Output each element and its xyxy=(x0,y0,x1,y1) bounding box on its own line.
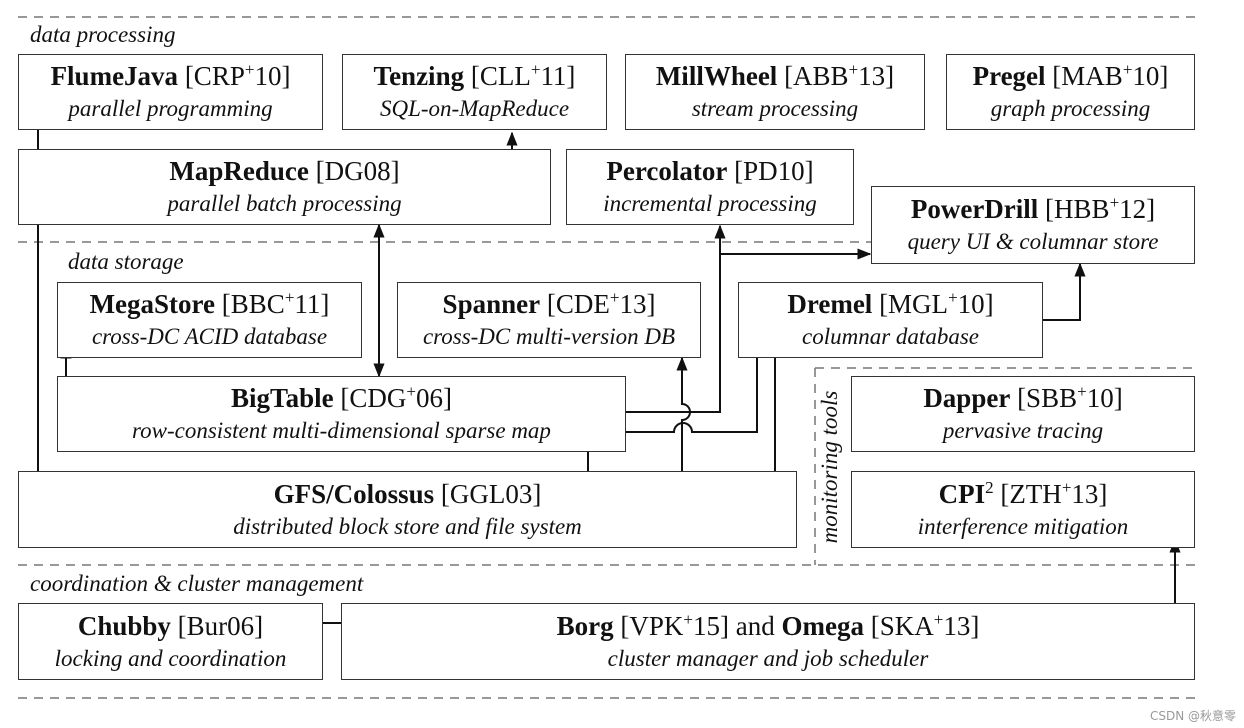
arrow-spanner-gfs xyxy=(676,356,691,491)
box-pregel: Pregel [MAB+10] graph processing xyxy=(946,54,1195,130)
section-label-monitoring-tools: monitoring tools xyxy=(817,390,842,544)
box-megastore: MegaStore [BBC+11] cross-DC ACID databas… xyxy=(57,282,362,358)
box-chubby: Chubby [Bur06] locking and coordination xyxy=(18,603,323,680)
watermark: CSDN @秋意零 xyxy=(1149,709,1236,723)
box-spanner: Spanner [CDE+13] cross-DC multi-version … xyxy=(397,282,701,358)
box-cpi2: CPI2 [ZTH+13] interference mitigation xyxy=(851,471,1195,548)
arrow-dremel-powerdrill xyxy=(1023,262,1086,326)
box-tenzing: Tenzing [CLL+11] SQL-on-MapReduce xyxy=(342,54,607,130)
box-gfs-colossus: GFS/Colossus [GGL03] distributed block s… xyxy=(18,471,797,548)
box-bigtable: BigTable [CDG+06] row-consistent multi-d… xyxy=(57,376,626,452)
box-powerdrill: PowerDrill [HBB+12] query UI & columnar … xyxy=(871,186,1195,264)
box-dremel: Dremel [MGL+10] columnar database xyxy=(738,282,1043,358)
box-millwheel: MillWheel [ABB+13] stream processing xyxy=(625,54,925,130)
box-percolator: Percolator [PD10] incremental processing xyxy=(566,149,854,225)
box-flumejava: FlumeJava [CRP+10] parallel programming xyxy=(18,54,323,130)
box-borg-omega: Borg [VPK+15] and Omega [SKA+13] cluster… xyxy=(341,603,1195,680)
section-label-data-processing: data processing xyxy=(30,22,176,47)
box-mapreduce: MapReduce [DG08] parallel batch processi… xyxy=(18,149,551,225)
box-dapper: Dapper [SBB+10] pervasive tracing xyxy=(851,376,1195,452)
section-label-data-storage: data storage xyxy=(68,249,184,274)
section-label-coordination: coordination & cluster management xyxy=(30,571,364,596)
